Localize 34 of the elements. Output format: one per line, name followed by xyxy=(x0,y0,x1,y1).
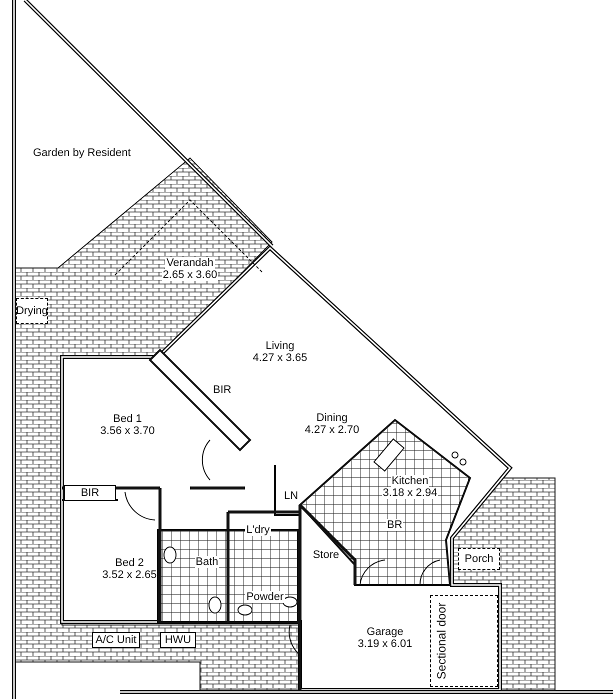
room-name: Bath xyxy=(194,556,220,568)
room-name: Dining xyxy=(316,412,348,424)
drying-area-outline xyxy=(16,298,48,324)
room-dimensions: 4.27 x 3.65 xyxy=(252,352,308,364)
room-dimensions: 3.52 x 2.65 xyxy=(102,569,157,581)
fixture-label: BIR xyxy=(212,384,232,396)
room-name: A/C Unit xyxy=(96,634,136,646)
porch-outline xyxy=(458,548,500,570)
room-dimensions: 3.19 x 6.01 xyxy=(358,638,412,650)
room-name: Store xyxy=(312,549,340,561)
room-name: BIR xyxy=(80,487,100,499)
door-outline xyxy=(430,595,498,687)
room-dimensions: 3.56 x 3.70 xyxy=(100,425,155,437)
cupboard-box xyxy=(64,485,116,501)
room-name: Porch xyxy=(464,553,494,565)
room-name: L'dry xyxy=(245,524,271,536)
area-label: Garden by Resident xyxy=(32,147,132,159)
room-name: Powder xyxy=(245,591,285,603)
fixture-label: BR xyxy=(386,519,404,531)
fixture-label: LN xyxy=(283,490,300,502)
room-dimensions: 4.27 x 2.70 xyxy=(304,424,360,436)
room-name: Verandah xyxy=(165,257,215,269)
room-name: Garage xyxy=(366,626,404,638)
room-name: Living xyxy=(266,340,294,352)
heater-outline xyxy=(160,632,196,648)
room-name: Bed 1 xyxy=(113,413,142,425)
room-name: Bed 2 xyxy=(115,557,144,569)
room-name: Drying xyxy=(16,305,48,317)
room-name: HWU xyxy=(164,634,192,646)
room-name: Kitchen xyxy=(390,475,430,487)
unit-outline xyxy=(92,632,140,648)
room-name: Sectional door xyxy=(435,602,448,680)
room-dimensions: 3.18 x 2.94 xyxy=(382,487,438,499)
room-dimensions: 2.65 x 3.60 xyxy=(162,269,218,281)
